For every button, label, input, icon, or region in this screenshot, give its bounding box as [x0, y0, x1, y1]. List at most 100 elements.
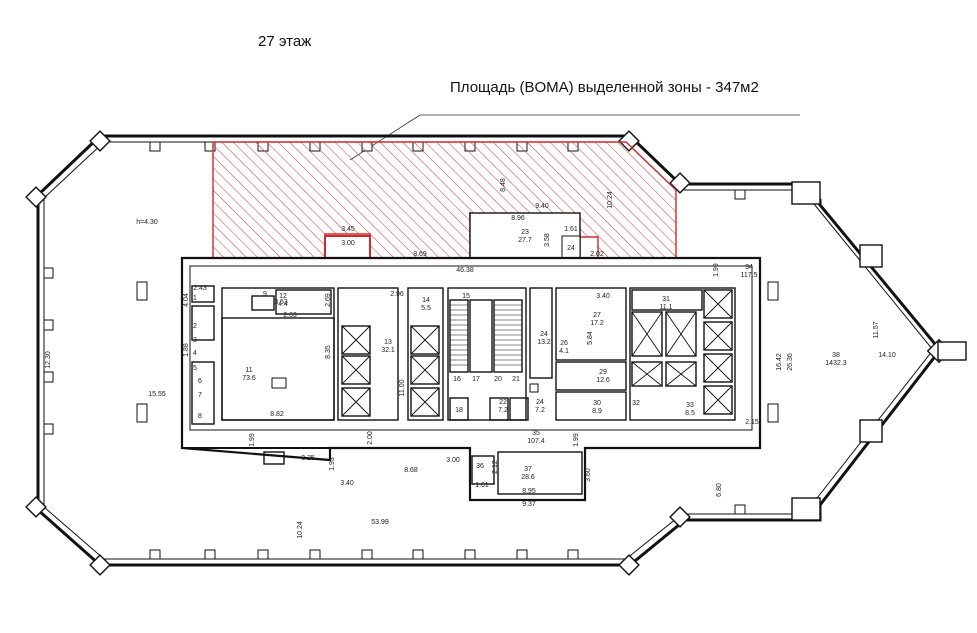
- room-24b-area: 13.2: [537, 339, 551, 346]
- dim-4-04: 4.04: [183, 293, 190, 307]
- room-20-num: 20: [494, 376, 502, 383]
- dim-2-02: 2.02: [590, 251, 604, 258]
- dim-46-38: 46.38: [456, 267, 474, 274]
- room-22-area: 7.2: [498, 407, 508, 414]
- room-31-area: 11.1: [659, 304, 672, 311]
- room-29-area: 12.6: [596, 377, 610, 384]
- dim-2-69: 2.69: [325, 293, 332, 307]
- room-38-area: 1432.3: [825, 360, 847, 367]
- dim-10-24: 10.24: [297, 521, 304, 539]
- dim-2-43: 2.43: [193, 285, 207, 292]
- room-12-num: 12: [279, 293, 287, 300]
- area-label: Площадь (BOMA) выделенной зоны - 347м2: [450, 79, 759, 96]
- dim-2-96: 2.96: [390, 291, 404, 298]
- dim-3-53: 3.53: [274, 299, 288, 306]
- dim-height: h=4.30: [136, 219, 158, 226]
- svg-text:7: 7: [198, 392, 202, 399]
- dim-8-96: 8.96: [511, 215, 525, 222]
- room-26-area: 4.1: [559, 348, 569, 355]
- room-17-num: 17: [472, 376, 480, 383]
- dim-1-99b: 1.99: [713, 263, 720, 277]
- dim-11-00: 11.00: [399, 379, 406, 396]
- room-37-area: 28.6: [521, 474, 535, 481]
- room-26-num: 26: [560, 340, 568, 347]
- room-13-area: 32.1: [381, 347, 395, 354]
- dim-3-40: 3.40: [340, 480, 354, 487]
- dim-3-00b: 3.00: [341, 240, 355, 247]
- dim-12-30: 12.30: [45, 351, 52, 369]
- room-18-num: 18: [455, 407, 463, 414]
- room-15-num: 15: [462, 293, 470, 300]
- svg-text:9: 9: [263, 291, 267, 298]
- dimension-labels: h=4.30 12.30 15.55 10.24 53.99 6.80 8.95…: [45, 178, 896, 539]
- room-37-num: 37: [524, 466, 532, 473]
- dim-6-80: 6.80: [716, 483, 723, 497]
- dim-2-63: 2.63: [283, 312, 297, 319]
- dim-3-58: 3.58: [544, 233, 551, 247]
- room-30-area: 8.9: [592, 408, 602, 415]
- room-14-area: 5.5: [421, 305, 431, 312]
- dim-11-57: 11.57: [873, 321, 880, 338]
- dim-15-55: 15.55: [148, 391, 166, 398]
- dim-2-00: 2.00: [367, 431, 374, 445]
- room-32-num: 32: [632, 400, 640, 407]
- dim-8-69: 8.69: [413, 251, 427, 258]
- dim-8-35: 8.35: [325, 345, 332, 359]
- room-24c-area: 7.2: [535, 407, 545, 414]
- svg-text:2: 2: [193, 323, 197, 330]
- dim-14-10: 14.10: [878, 352, 896, 359]
- room-21-num: 21: [512, 376, 520, 383]
- corner-columns: [25, 130, 967, 576]
- dim-9-40: 9.40: [535, 203, 549, 210]
- room-33-area: 8.5: [685, 410, 695, 417]
- room-30-num: 30: [593, 400, 601, 407]
- dim-1-61b: 1.61: [564, 226, 578, 233]
- room-22-num: 22: [499, 399, 507, 406]
- room-23-num: 23: [521, 229, 529, 236]
- core-columns: [136, 281, 779, 423]
- dim-3-60: 3.60: [585, 468, 592, 482]
- dim-1-99c: 1.99: [573, 433, 580, 447]
- room-12-area: 4.4: [278, 301, 288, 308]
- room-27-area: 17.2: [590, 320, 604, 327]
- dim-1-99a: 1.99: [249, 433, 256, 447]
- room-11-area: 73.6: [242, 375, 256, 382]
- dim-2-15: 2.15: [745, 419, 759, 426]
- room-31-num: 31: [662, 296, 670, 303]
- dim-9-37: 9.37: [522, 501, 536, 508]
- misc-labels: 1 2 3 4 5 6 7 8 9: [193, 291, 267, 420]
- svg-text:5: 5: [193, 365, 197, 372]
- room-35-area: 107.4: [527, 438, 545, 445]
- room-33-num: 33: [686, 402, 694, 409]
- dim-8-82: 8.82: [270, 411, 284, 418]
- room-34-area: 117.5: [741, 272, 758, 279]
- svg-text:4: 4: [193, 350, 197, 357]
- dim-5-84: 5.84: [587, 331, 594, 345]
- dim-8-95: 8.95: [522, 488, 536, 495]
- room-34-num: 34: [745, 264, 753, 271]
- dim-16-42: 16.42: [776, 353, 783, 371]
- svg-text:3: 3: [193, 337, 197, 344]
- dim-53-99: 53.99: [371, 519, 389, 526]
- room-24b-num: 24: [540, 331, 548, 338]
- room-38-num: 38: [832, 352, 840, 359]
- room-24-num: 24: [567, 245, 575, 252]
- dim-26-36: 26.36: [787, 353, 794, 371]
- room-24c-num: 24: [536, 399, 544, 406]
- room-23-area: 27.7: [518, 237, 532, 244]
- room-29-num: 29: [599, 369, 607, 376]
- core-rooms: [191, 285, 736, 495]
- room-13-num: 13: [384, 339, 392, 346]
- dim-1-61a: 1.61: [475, 482, 489, 489]
- dim-2-12: 2.12: [492, 460, 499, 474]
- dim-3-40b: 3.40: [596, 293, 610, 300]
- core-outline: [180, 256, 762, 502]
- dim-10-24b: 10.24: [607, 191, 614, 209]
- dim-8-48: 8.48: [500, 178, 507, 192]
- room-14-num: 14: [422, 297, 430, 304]
- svg-text:6: 6: [198, 378, 202, 385]
- stairs: [450, 304, 522, 366]
- room-16-num: 16: [453, 376, 461, 383]
- room-labels: 11 73.6 12 4.4 13 32.1 14 5.5 15 16 17 1…: [242, 229, 847, 481]
